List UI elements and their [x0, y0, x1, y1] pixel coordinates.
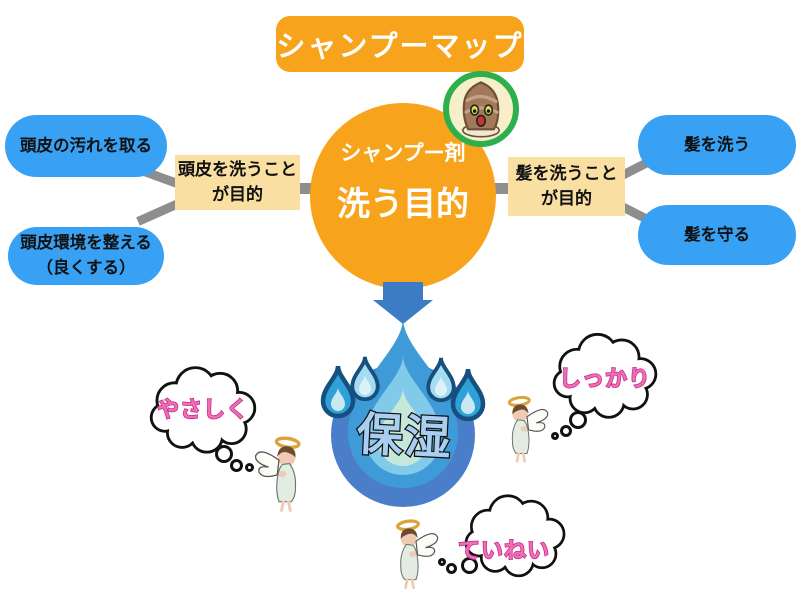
hair-item-protect: 髪を守る	[638, 205, 796, 265]
central-title: 洗う目的	[337, 184, 469, 223]
thought-left-tail-dot	[215, 445, 233, 463]
thought-right-tail-dot	[560, 425, 572, 437]
central-topic-text: シャンプー剤 洗う目的	[337, 137, 469, 225]
angel-icon-right	[504, 392, 550, 466]
map-title: シャンプーマップ	[276, 29, 524, 63]
hair-purpose-line2: が目的	[541, 188, 592, 209]
scalp-item2-line1: 頭皮環境を整える	[20, 233, 152, 253]
scalp-item-remove-dirt: 頭皮の汚れを取る	[5, 115, 167, 177]
angel-icon-left	[253, 434, 305, 514]
scalp-item2-line2: （良くする）	[36, 258, 136, 277]
hair-item-wash: 髪を洗う	[638, 115, 796, 175]
thought-left-tail-dot	[245, 463, 254, 472]
connector-right-horizontal	[470, 183, 530, 194]
thought-left-label: やさしく	[156, 397, 249, 424]
shampoo-character-drawing	[462, 81, 500, 138]
shampoo-character-icon	[443, 71, 519, 147]
down-arrow-icon	[373, 282, 433, 324]
thought-right-tail-dot	[551, 432, 559, 440]
thought-right-label: しっかり	[558, 366, 651, 393]
angel-icon-bottom	[392, 516, 440, 592]
scalp-purpose-box: 頭皮を洗うこと が目的	[175, 155, 300, 210]
central-subtitle: シャンプー剤	[340, 141, 466, 165]
thought-bottom-label: ていねい	[457, 538, 550, 565]
hair-purpose-box: 髪を洗うこと が目的	[508, 157, 625, 216]
scalp-purpose-line1: 頭皮を洗うこと	[178, 159, 297, 180]
water-drops-icon	[318, 282, 488, 507]
thought-bottom-tail-dot	[446, 563, 457, 574]
hair-item1-label: 髪を洗う	[684, 134, 750, 154]
thought-bottom-tail-dot	[438, 558, 446, 566]
scalp-item-improve-environment: 頭皮環境を整える （良くする）	[8, 227, 164, 285]
map-title-banner: シャンプーマップ	[276, 16, 524, 72]
thought-left-tail-dot	[230, 459, 243, 472]
scalp-purpose-line2: が目的	[212, 184, 263, 205]
hair-purpose-line1: 髪を洗うこと	[515, 163, 618, 184]
hair-item2-label: 髪を守る	[684, 224, 750, 244]
thought-right-tail-dot	[569, 411, 587, 429]
moisture-label: 保湿	[354, 405, 455, 466]
scalp-item1-label: 頭皮の汚れを取る	[20, 135, 152, 155]
thought-bottom-tail-dot	[461, 557, 478, 574]
